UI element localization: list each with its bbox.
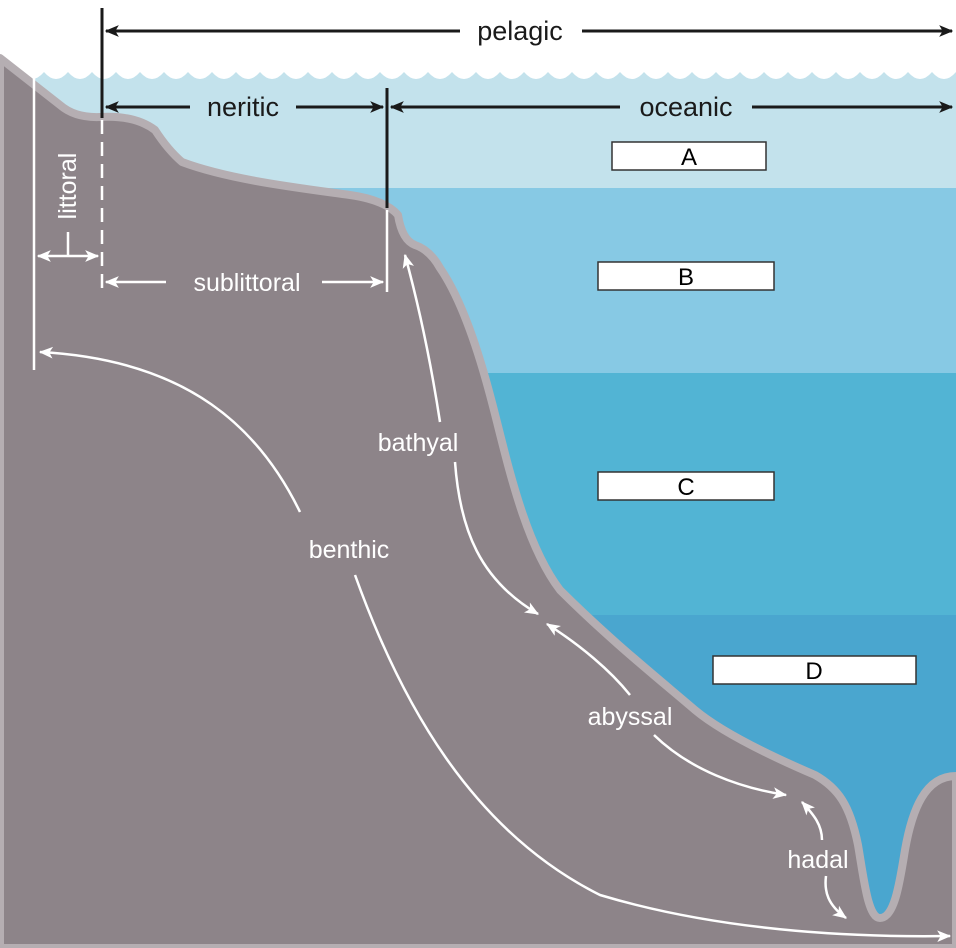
littoral-label: littoral (54, 153, 82, 220)
label-box-c[interactable] (597, 471, 775, 501)
label-box-a[interactable] (611, 141, 767, 171)
label-box-b[interactable] (597, 261, 775, 291)
hadal-arrow-down (824, 875, 847, 920)
bathyal-arrow-up (402, 253, 442, 423)
benthic-label: benthic (309, 536, 390, 564)
label-box-b-text: B (678, 264, 694, 291)
benthic-arrow (38, 346, 302, 513)
neritic-label: neritic (207, 92, 279, 122)
label-box-c-text: C (677, 474, 694, 501)
label-box-d[interactable] (712, 655, 917, 685)
hadal-arrow-up (801, 801, 824, 841)
abyssal-arrow-up (546, 622, 631, 696)
benthic-arrow-down (353, 574, 952, 943)
hadal-label: hadal (787, 846, 848, 874)
abyssal-label: abyssal (588, 703, 673, 731)
pelagic-label: pelagic (477, 16, 563, 46)
seafloor (0, 54, 956, 948)
bathyal-label: bathyal (378, 429, 459, 457)
sea-surface-waves (0, 0, 956, 79)
sublittoral-label: sublittoral (194, 269, 301, 297)
oceanic-label: oceanic (639, 92, 732, 122)
bathyal-arrow-down (453, 461, 540, 616)
abyssal-arrow-down (653, 734, 788, 799)
label-box-a-text: A (681, 144, 697, 171)
label-box-d-text: D (805, 658, 822, 685)
